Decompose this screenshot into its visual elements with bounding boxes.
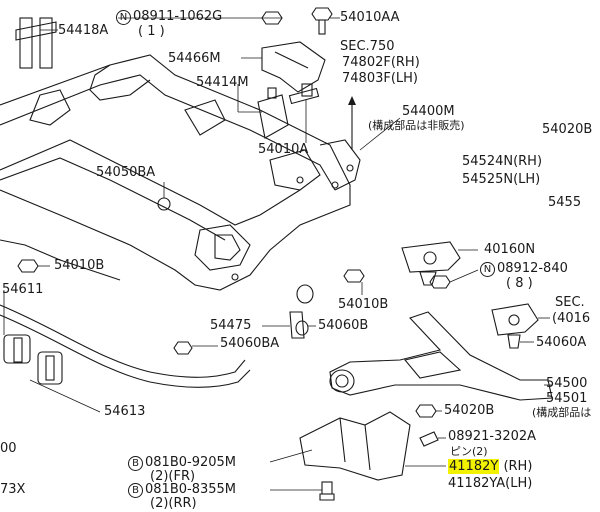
label-081B0-9205M-qty: (2)(FR) <box>150 469 196 484</box>
label-54400M-note: (構成部品は非販売) <box>368 119 465 132</box>
label-54500: 54500 <box>546 376 588 391</box>
label-08912-qty: ( 8 ) <box>506 276 533 291</box>
label-left-73x: 73X <box>0 482 26 497</box>
ball-joint-40160N <box>401 241 461 286</box>
label-54060BA: 54060BA <box>220 336 280 351</box>
lower-link-54500 <box>329 311 553 401</box>
label-54400M: 54400M <box>402 104 455 119</box>
label-54613: 54613 <box>104 404 146 419</box>
stud-54418A <box>15 17 57 69</box>
pin-08921 <box>419 431 439 447</box>
label-54020B: 54020B <box>444 403 495 418</box>
label-54414M: 54414M <box>196 75 249 90</box>
bracket-54466M <box>261 41 326 93</box>
label-08912-text: 08912-840 <box>497 261 568 276</box>
bolt-081B0 <box>319 481 335 501</box>
stabilizer-bushing-right <box>37 351 63 385</box>
label-08911-text: 08911-1062G <box>133 9 223 24</box>
label-08921: 08921-3202A <box>448 429 537 444</box>
label-left-00: 00 <box>0 441 17 456</box>
label-54501: 54501 <box>546 391 588 406</box>
label-081B0-9205M-text: 081B0-9205M <box>145 455 236 470</box>
label-sec750: SEC.750 <box>340 39 395 54</box>
label-74802F: 74802F(RH) <box>342 55 420 70</box>
splash-guard-41182Y <box>299 411 411 481</box>
label-54010A: 54010A <box>258 142 309 157</box>
label-54020B-right: 54020B <box>542 122 593 137</box>
label-54060A: 54060A <box>536 335 587 350</box>
label-74803F: 74803F(LH) <box>342 71 418 86</box>
ball-joint-right <box>491 303 539 349</box>
nut-54060BA <box>173 341 193 355</box>
nut-54020B <box>415 404 437 418</box>
label-54524N: 54524N(RH) <box>462 154 543 169</box>
nut-08912 <box>429 275 451 289</box>
label-41182Y: 41182Y (RH) <box>448 459 533 474</box>
front-suspension-member <box>0 54 361 291</box>
label-54010AA: 54010AA <box>340 10 400 25</box>
stabilizer-bushing-left <box>3 334 31 364</box>
label-54050BA: 54050BA <box>96 165 156 180</box>
nut-54010B-left <box>17 259 39 273</box>
label-sec-right: SEC. <box>555 295 585 310</box>
bracket-54414M <box>257 87 289 139</box>
label-41182YA: 41182YA(LH) <box>448 476 533 491</box>
label-08911-qty: ( 1 ) <box>138 24 165 39</box>
washer-54050BA <box>157 197 171 211</box>
n-symbol: N <box>116 10 131 25</box>
bolt-54010AA <box>311 7 333 35</box>
label-40160N: 40160N <box>484 242 536 257</box>
bolt-54010A <box>288 83 320 105</box>
label-54475: 54475 <box>210 318 252 333</box>
nut-54010B-middle <box>343 269 365 283</box>
label-41182Y-side: (RH) <box>503 459 533 474</box>
label-54466M: 54466M <box>168 51 221 66</box>
b-symbol: B <box>128 456 143 471</box>
link-bolt-54475 <box>289 284 314 339</box>
label-54010B-middle: 54010B <box>338 297 389 312</box>
label-sec-right-ref: (4016 <box>552 311 591 326</box>
leader-lines <box>3 17 552 491</box>
label-54525N: 54525N(LH) <box>462 172 541 187</box>
label-54611: 54611 <box>2 282 44 297</box>
n-symbol-2: N <box>480 262 495 277</box>
stabilizer-bar <box>0 304 251 388</box>
label-5455: 5455 <box>548 195 582 210</box>
label-54060B: 54060B <box>318 318 369 333</box>
label-081B0-8355M-qty: (2)(RR) <box>150 496 197 511</box>
label-54501-note: (構成部品は <box>532 406 592 419</box>
label-081B0-8355M-text: 081B0-8355M <box>145 482 236 497</box>
label-54010B-left: 54010B <box>54 258 105 273</box>
label-08921-pin: ピン(2) <box>450 445 488 458</box>
label-41182Y-highlight: 41182Y <box>448 459 500 474</box>
label-54418A: 54418A <box>58 23 109 38</box>
sec-arrow <box>348 96 356 150</box>
b-symbol-2: B <box>128 483 143 498</box>
